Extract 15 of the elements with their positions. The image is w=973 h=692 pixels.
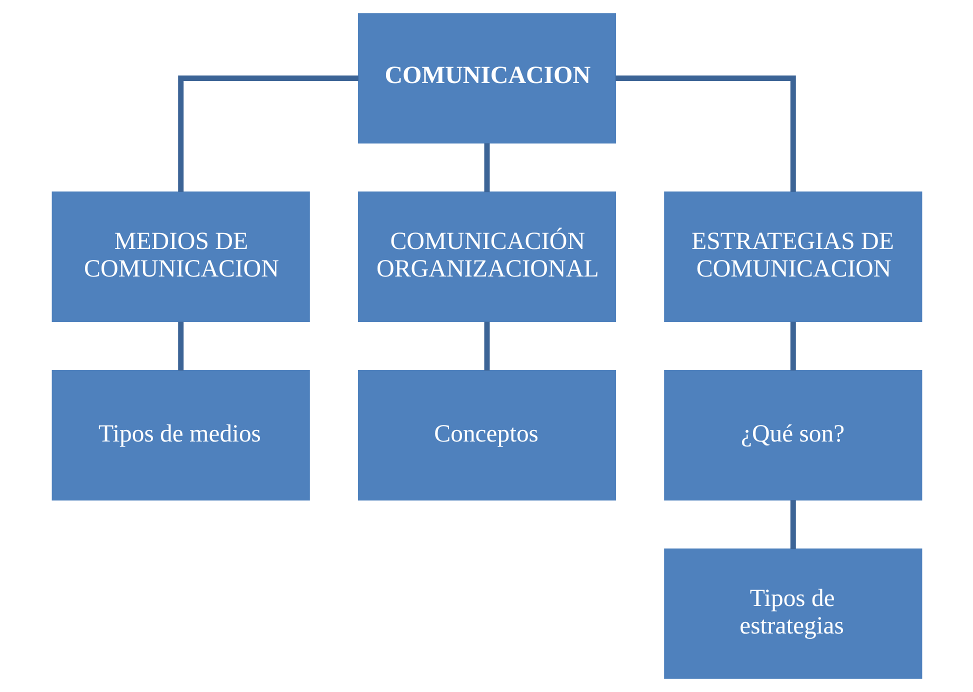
node-box: ESTRATEGIAS DE COMUNICACION [664,192,922,322]
connector [790,500,796,550]
connector [178,322,184,371]
connector [484,143,490,192]
node-box: Tipos de estrategias [664,548,922,679]
connector [615,76,796,192]
connector [484,322,490,371]
connector [178,76,358,192]
node-box: COMUNICACION [357,13,616,144]
node-box: Tipos de medios [51,370,310,500]
node-box: MEDIOS DE COMUNICACION [51,192,310,322]
connector [790,322,796,371]
node-box: ¿Qué son? [664,370,922,500]
node-box: COMUNICACIÓN ORGANIZACIONAL [357,192,616,322]
node-box: Conceptos [357,370,616,500]
